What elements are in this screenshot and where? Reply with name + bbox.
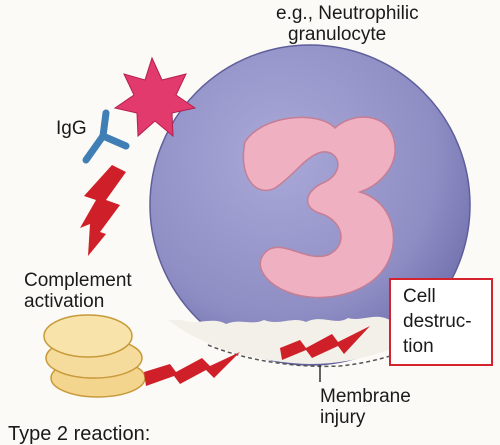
igg-antibody-icon	[86, 113, 126, 160]
igg-label: IgG	[56, 118, 87, 139]
cell-destruction-line-3: tion	[403, 334, 491, 359]
complement-line-1: Complement	[24, 270, 132, 291]
cell-type-line-1: e.g., Neutrophilic	[276, 3, 419, 24]
lightning-bolt-to-complement	[80, 165, 126, 256]
cell-destruction-line-1: Cell	[403, 284, 491, 309]
complement-activation-label: Complement activation	[24, 270, 132, 312]
cell-type-label: e.g., Neutrophilic granulocyte	[276, 3, 419, 45]
reaction-type-label: Type 2 reaction:	[8, 424, 150, 445]
cell-type-line-2: granulocyte	[276, 24, 419, 45]
complement-icon	[44, 315, 145, 397]
membrane-injury-label: Membrane injury	[320, 386, 411, 428]
cell-destruction-box: Cell destruc- tion	[389, 278, 493, 366]
lightning-bolt-to-membrane	[144, 352, 240, 386]
cell-destruction-line-2: destruc-	[403, 309, 491, 334]
membrane-line-2: injury	[320, 407, 411, 428]
membrane-line-1: Membrane	[320, 386, 411, 407]
complement-line-2: activation	[24, 291, 132, 312]
